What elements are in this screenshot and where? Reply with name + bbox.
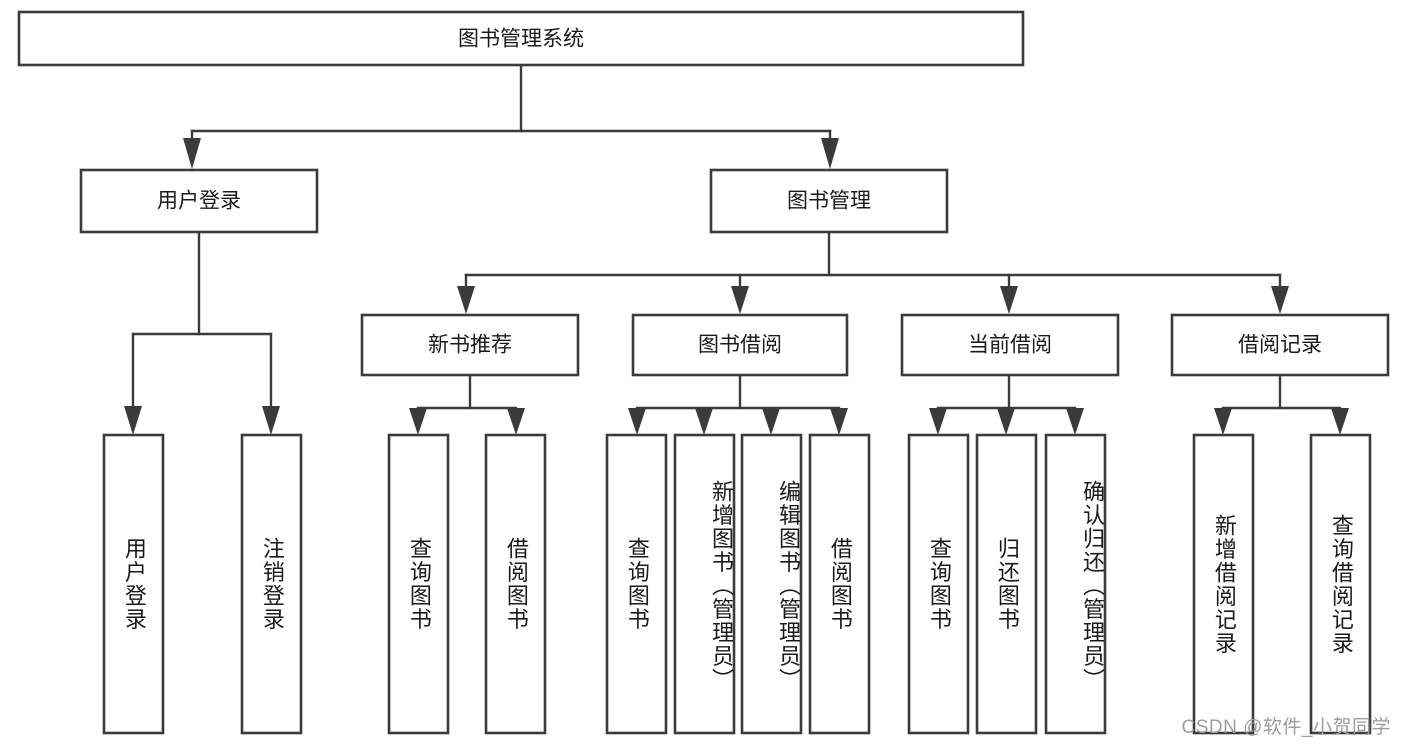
node-user-login-box[interactable] xyxy=(79,168,319,234)
node-new-book-recommend-box[interactable] xyxy=(360,313,580,377)
arrow-head-leaf-borrow-book-1 xyxy=(507,408,525,435)
node-leaf-edit-book-box[interactable] xyxy=(740,433,803,735)
connector-group-borrow-record xyxy=(1214,373,1349,435)
node-leaf-user-login-box[interactable] xyxy=(102,433,165,735)
connector-group-current-borrow xyxy=(929,373,1084,435)
node-leaf-query-book-3-box[interactable] xyxy=(907,433,970,735)
node-leaf-return-book-box[interactable] xyxy=(975,433,1038,735)
node-new-book-recommend[interactable]: 新书推荐 xyxy=(360,313,580,377)
node-leaf-query-book-2-box[interactable] xyxy=(605,433,668,735)
node-current-borrow[interactable]: 当前借阅 xyxy=(900,313,1120,377)
connector-group-book-borrow xyxy=(628,373,848,435)
arrow-head-book-borrow xyxy=(731,286,749,314)
arrow-head-leaf-confirm-return xyxy=(1066,408,1084,435)
arrow-head-leaf-add-record xyxy=(1214,408,1232,435)
node-root-label: 图书管理系统 xyxy=(458,28,584,51)
arrow-head-new-book-recommend xyxy=(457,286,475,314)
node-book-manage[interactable]: 图书管理 xyxy=(709,168,949,234)
node-root-box[interactable] xyxy=(17,10,1025,67)
node-book-borrow[interactable]: 图书借阅 xyxy=(631,313,849,377)
watermark: CSDN @软件_小贺同学 xyxy=(1181,717,1391,738)
arrow-head-leaf-return-book xyxy=(997,408,1015,435)
node-book-manage-label: 图书管理 xyxy=(787,190,871,213)
arrow-head-current-borrow xyxy=(1000,286,1018,314)
connector-group-book-manage xyxy=(457,230,1289,314)
node-new-book-recommend-label: 新书推荐 xyxy=(428,334,512,357)
node-current-borrow-box[interactable] xyxy=(900,313,1120,377)
arrow-head-user-login xyxy=(183,138,201,169)
node-leaf-borrow-book-2-box[interactable] xyxy=(808,433,871,735)
connector-group-new-book-recommend xyxy=(409,373,525,435)
arrow-head-leaf-query-book-3 xyxy=(929,408,947,435)
node-root[interactable]: 图书管理系统 xyxy=(17,10,1025,67)
node-leaf-query-record-box[interactable] xyxy=(1309,433,1372,735)
node-leaf-add-record-box[interactable] xyxy=(1192,433,1255,735)
connector-group-root xyxy=(183,63,839,169)
node-borrow-record-label: 借阅记录 xyxy=(1238,334,1322,357)
node-current-borrow-label: 当前借阅 xyxy=(968,334,1052,357)
arrow-head-leaf-logout xyxy=(262,406,280,435)
arrow-head-leaf-edit-book xyxy=(762,408,780,435)
node-book-manage-box[interactable] xyxy=(709,168,949,234)
node-leaf-borrow-book-1-box[interactable] xyxy=(484,433,547,735)
arrow-head-leaf-query-record xyxy=(1331,408,1349,435)
arrow-head-leaf-user-login xyxy=(124,406,142,435)
node-leaf-add-book-box[interactable] xyxy=(673,433,736,735)
node-leaf-query-book-1-box[interactable] xyxy=(387,433,450,735)
node-leaf-logout-box[interactable] xyxy=(240,433,303,735)
connector-group-user-login xyxy=(124,230,280,435)
node-borrow-record-box[interactable] xyxy=(1170,313,1390,377)
node-book-borrow-label: 图书借阅 xyxy=(698,334,782,357)
node-user-login[interactable]: 用户登录 xyxy=(79,168,319,234)
node-book-borrow-box[interactable] xyxy=(631,313,849,377)
arrow-head-leaf-add-book xyxy=(695,408,713,435)
arrow-head-leaf-query-book-2 xyxy=(628,408,646,435)
arrow-head-book-manage xyxy=(821,138,839,169)
node-leaf-confirm-return-box[interactable] xyxy=(1044,433,1107,735)
node-borrow-record[interactable]: 借阅记录 xyxy=(1170,313,1390,377)
arrow-head-leaf-borrow-book-2 xyxy=(830,408,848,435)
arrow-head-borrow-record xyxy=(1271,286,1289,314)
node-user-login-label: 用户登录 xyxy=(157,190,241,213)
arrow-head-leaf-query-book-1 xyxy=(409,408,427,435)
